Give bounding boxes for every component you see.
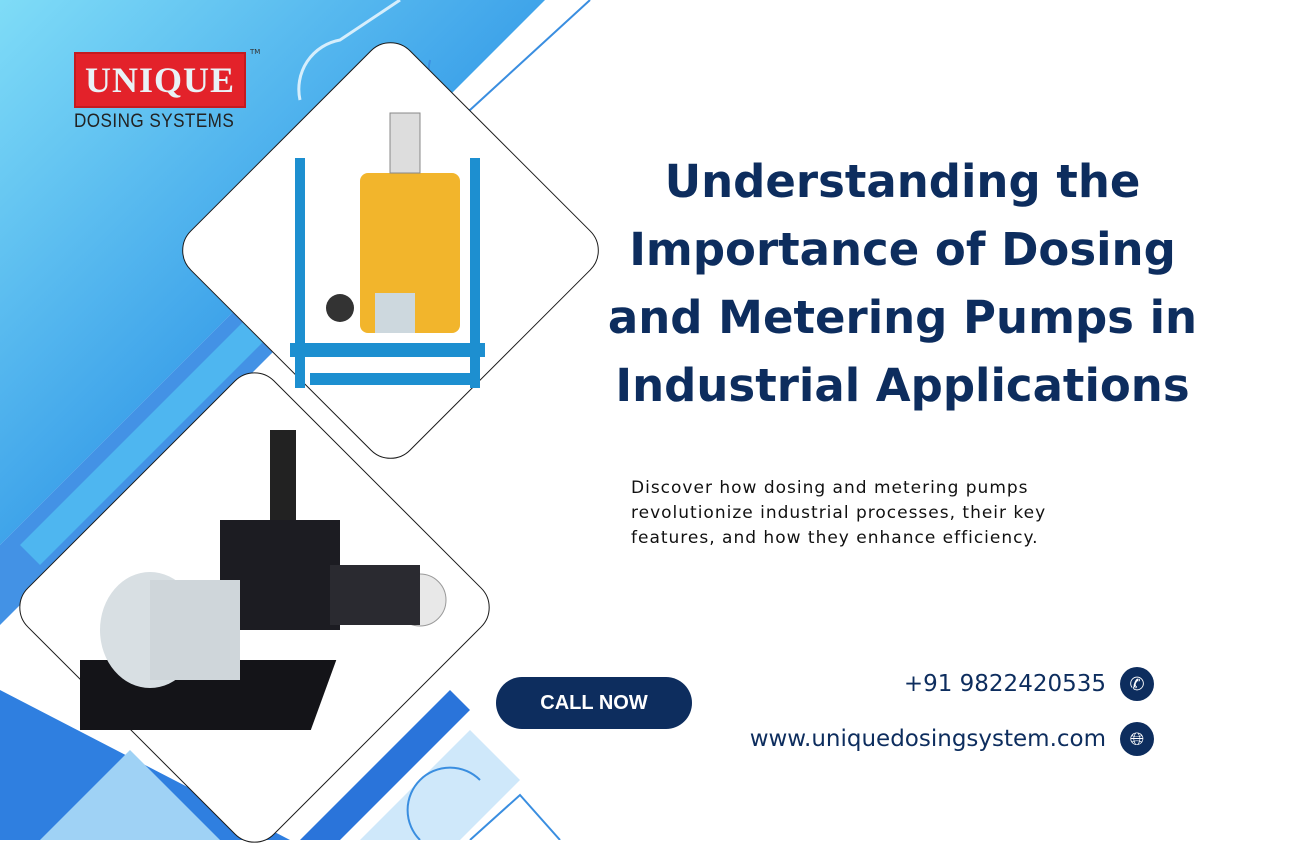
metering-pump-image [80, 430, 447, 730]
phone-icon: ✆ [1120, 667, 1154, 701]
website-contact[interactable]: www.uniquedosingsystem.com 🌐︎ [750, 722, 1154, 756]
trademark: TM [250, 48, 261, 56]
website-link[interactable]: www.uniquedosingsystem.com [749, 726, 1106, 752]
phone-contact[interactable]: +91 9822420535 ✆ [904, 667, 1154, 701]
phone-number: +91 9822420535 [903, 671, 1106, 697]
globe-icon: 🌐︎ [1120, 722, 1154, 756]
call-now-button[interactable]: CALL NOW [496, 677, 692, 729]
dosing-tank-image [290, 112, 485, 388]
logo-tagline: DOSING SYSTEMS [74, 111, 235, 132]
